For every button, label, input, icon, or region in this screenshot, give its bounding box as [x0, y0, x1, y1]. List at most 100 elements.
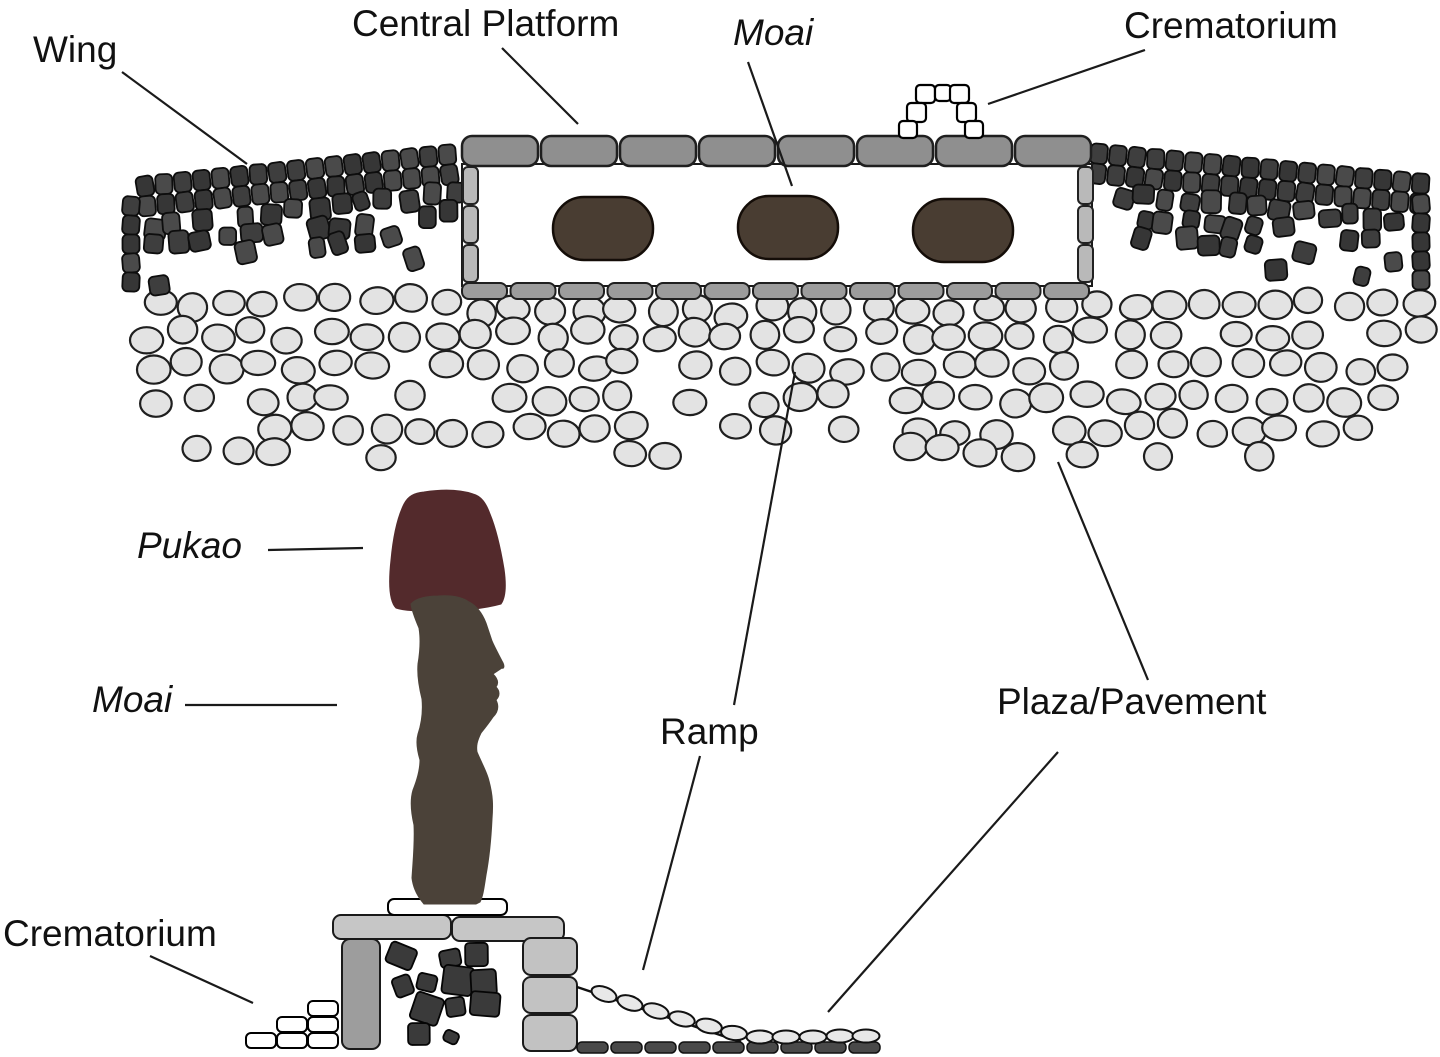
plaza-stone [613, 410, 649, 441]
plaza-stone [245, 290, 278, 318]
plaza-stone [359, 286, 395, 316]
platform-bottom-wall-block [703, 282, 751, 300]
plaza-stone [647, 296, 679, 328]
wing-stone [1263, 258, 1289, 282]
plaza-stone [1065, 440, 1099, 469]
wing-stone [1371, 188, 1391, 212]
wing-stone [167, 229, 191, 255]
pavement-block [678, 1041, 711, 1054]
wing-stone [193, 188, 214, 212]
plaza-stone [678, 350, 713, 380]
plaza-stone [246, 388, 280, 417]
plaza-stone [1255, 387, 1289, 416]
wing-stone [187, 229, 212, 253]
annotations: Wing Central Platform Moai Crematorium P… [3, 3, 1338, 1013]
plaza-stone [370, 413, 404, 445]
left-wing-stones [121, 143, 466, 297]
plaza-stone [135, 354, 172, 385]
wing-stone [269, 181, 290, 204]
plaza-stone [1105, 388, 1142, 416]
plaza-stone [506, 354, 539, 384]
platform-bottom-wall-block [461, 282, 508, 300]
leader-line-crematorium-plan [987, 48, 1146, 106]
platform-side-wall-block [1077, 244, 1094, 283]
plaza-stone [1149, 320, 1183, 350]
plaza-stone [393, 283, 429, 313]
wing-stone [121, 252, 141, 274]
plaza-stone [466, 349, 501, 381]
plaza-stone [425, 322, 461, 351]
wing-stone [1341, 202, 1359, 225]
wing-stone [259, 203, 283, 227]
plaza-stone [1214, 383, 1249, 414]
wing-stone [380, 149, 401, 172]
label-pukao: Pukao [137, 525, 242, 566]
platform-top-wall-block [618, 134, 698, 168]
pavement-stone [745, 1029, 775, 1045]
ramp-stone [590, 985, 618, 1003]
wing-stone [172, 170, 193, 194]
plaza-stone [829, 358, 865, 386]
plaza-stone [1367, 384, 1399, 412]
platform-bottom-wall-block [1043, 282, 1090, 300]
plaza-stone [458, 318, 492, 350]
plaza-stone [543, 348, 575, 378]
plaza-stone [823, 325, 858, 353]
plaza-stone [1142, 442, 1174, 471]
plaza-stone [900, 358, 937, 387]
crematorium-arch-block [933, 83, 953, 103]
plaza-stone [1366, 319, 1402, 348]
wing-stone [1202, 153, 1223, 176]
leader-line-central-platform [501, 47, 579, 125]
plaza-stone [974, 348, 1010, 378]
moai-plan-oval [911, 197, 1015, 264]
plaza-stone [1376, 353, 1409, 382]
crematorium-step-block [245, 1032, 277, 1049]
wing-stone [134, 174, 156, 198]
wing-stone [191, 168, 212, 192]
label-ramp: Ramp [660, 711, 759, 752]
plaza-stone [280, 356, 316, 385]
wing-stone [1183, 151, 1204, 174]
plaza-stone [570, 315, 606, 345]
wing-stone [261, 222, 285, 247]
plaza-stone [201, 323, 236, 353]
wing-stone [1200, 189, 1222, 215]
plaza-stone [128, 326, 165, 355]
rubble-stone [440, 963, 475, 997]
wing-stone [1163, 169, 1183, 192]
wing-stone [174, 190, 195, 214]
wing-stone [1240, 156, 1260, 179]
plaza-stone [531, 386, 568, 417]
plaza-stone [1069, 380, 1105, 409]
wing-stone [1150, 210, 1174, 235]
wing-stone [121, 233, 141, 255]
platform-core [332, 898, 578, 1052]
wing-stone [1243, 234, 1264, 255]
platform-top-wall-block [1013, 134, 1093, 168]
plaza-stone [1231, 348, 1266, 379]
crematorium-arch-block [905, 101, 928, 124]
wing-stone [156, 192, 176, 216]
plaza-stone [1051, 415, 1087, 446]
plaza-stone [240, 349, 277, 377]
pukao-shape [389, 489, 506, 612]
wing-stone [1227, 191, 1248, 215]
plaza-stone [1156, 407, 1189, 439]
wing-stone [218, 226, 238, 246]
wing-stone [438, 198, 459, 223]
plaza-stone [166, 314, 199, 345]
wing-stone [1390, 190, 1410, 213]
platform-bottom-wall-block [897, 282, 945, 300]
platform-side-wall-block [462, 205, 479, 244]
wing-stone [1339, 229, 1360, 253]
label-central-platform: Central Platform [352, 3, 619, 44]
plaza-stone [568, 385, 600, 413]
plaza-stone [758, 415, 793, 446]
wing-stone [1292, 200, 1316, 221]
plaza-stone [1071, 316, 1109, 344]
wing-stone [1354, 167, 1374, 190]
wing-stone [282, 198, 304, 219]
wing-stone [210, 166, 231, 190]
